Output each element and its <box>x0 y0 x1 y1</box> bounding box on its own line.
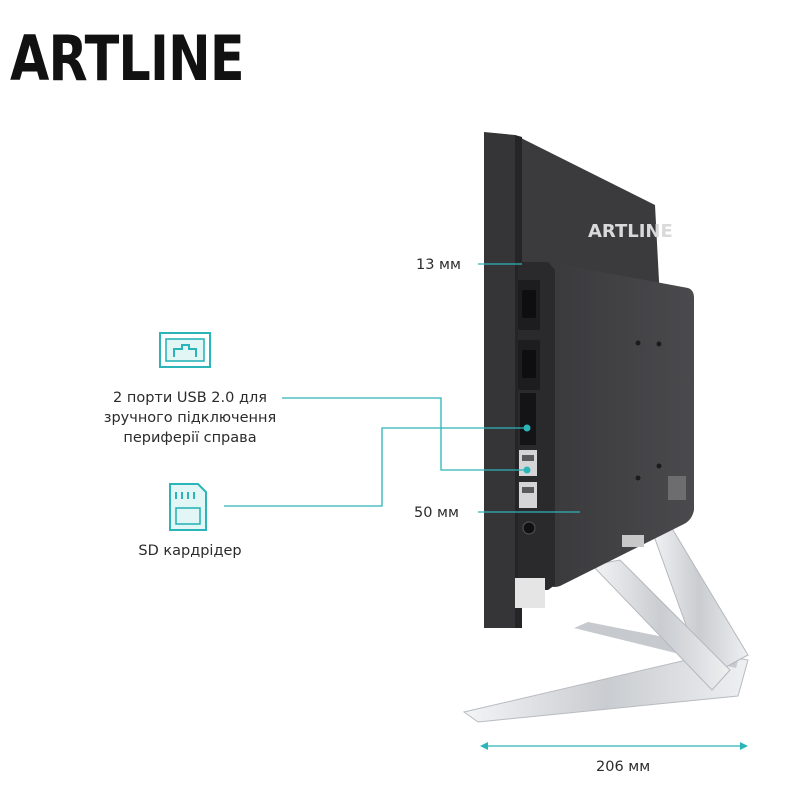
usb-port-icon <box>159 332 211 368</box>
depth-dimension-label: 50 мм <box>414 505 459 521</box>
monitor-back-housing <box>548 262 694 587</box>
sd-leader-line <box>224 424 531 507</box>
usb-feature-line: 2 порти USB 2.0 для <box>113 390 267 406</box>
serial-label <box>515 578 545 608</box>
artline-logo: ARTLINE <box>10 22 245 95</box>
back-logo: ARTLINE <box>588 221 673 242</box>
sd-feature-description: SD кардрідер <box>110 541 270 561</box>
monitor-back-top <box>515 135 660 300</box>
bezel-dimension-label: 13 мм <box>416 257 461 273</box>
stand-width-dimension-marker <box>480 742 748 750</box>
sd-card-slot <box>520 393 536 445</box>
sd-feature-line: SD кардрідер <box>138 543 242 559</box>
usb-leader-line <box>282 397 531 474</box>
monitor-stand <box>462 524 749 723</box>
usb-feature-line: зручного підключення <box>103 410 277 426</box>
audio-jack <box>522 521 536 535</box>
stand-width-dimension-label: 206 мм <box>596 759 651 775</box>
port-panel <box>515 280 545 608</box>
usb-port-lower <box>519 482 537 508</box>
sd-card-icon <box>169 483 207 531</box>
usb-feature-line: периферії справа <box>123 430 257 446</box>
usb-feature-description: 2 порти USB 2.0 для зручного підключення… <box>90 388 290 448</box>
